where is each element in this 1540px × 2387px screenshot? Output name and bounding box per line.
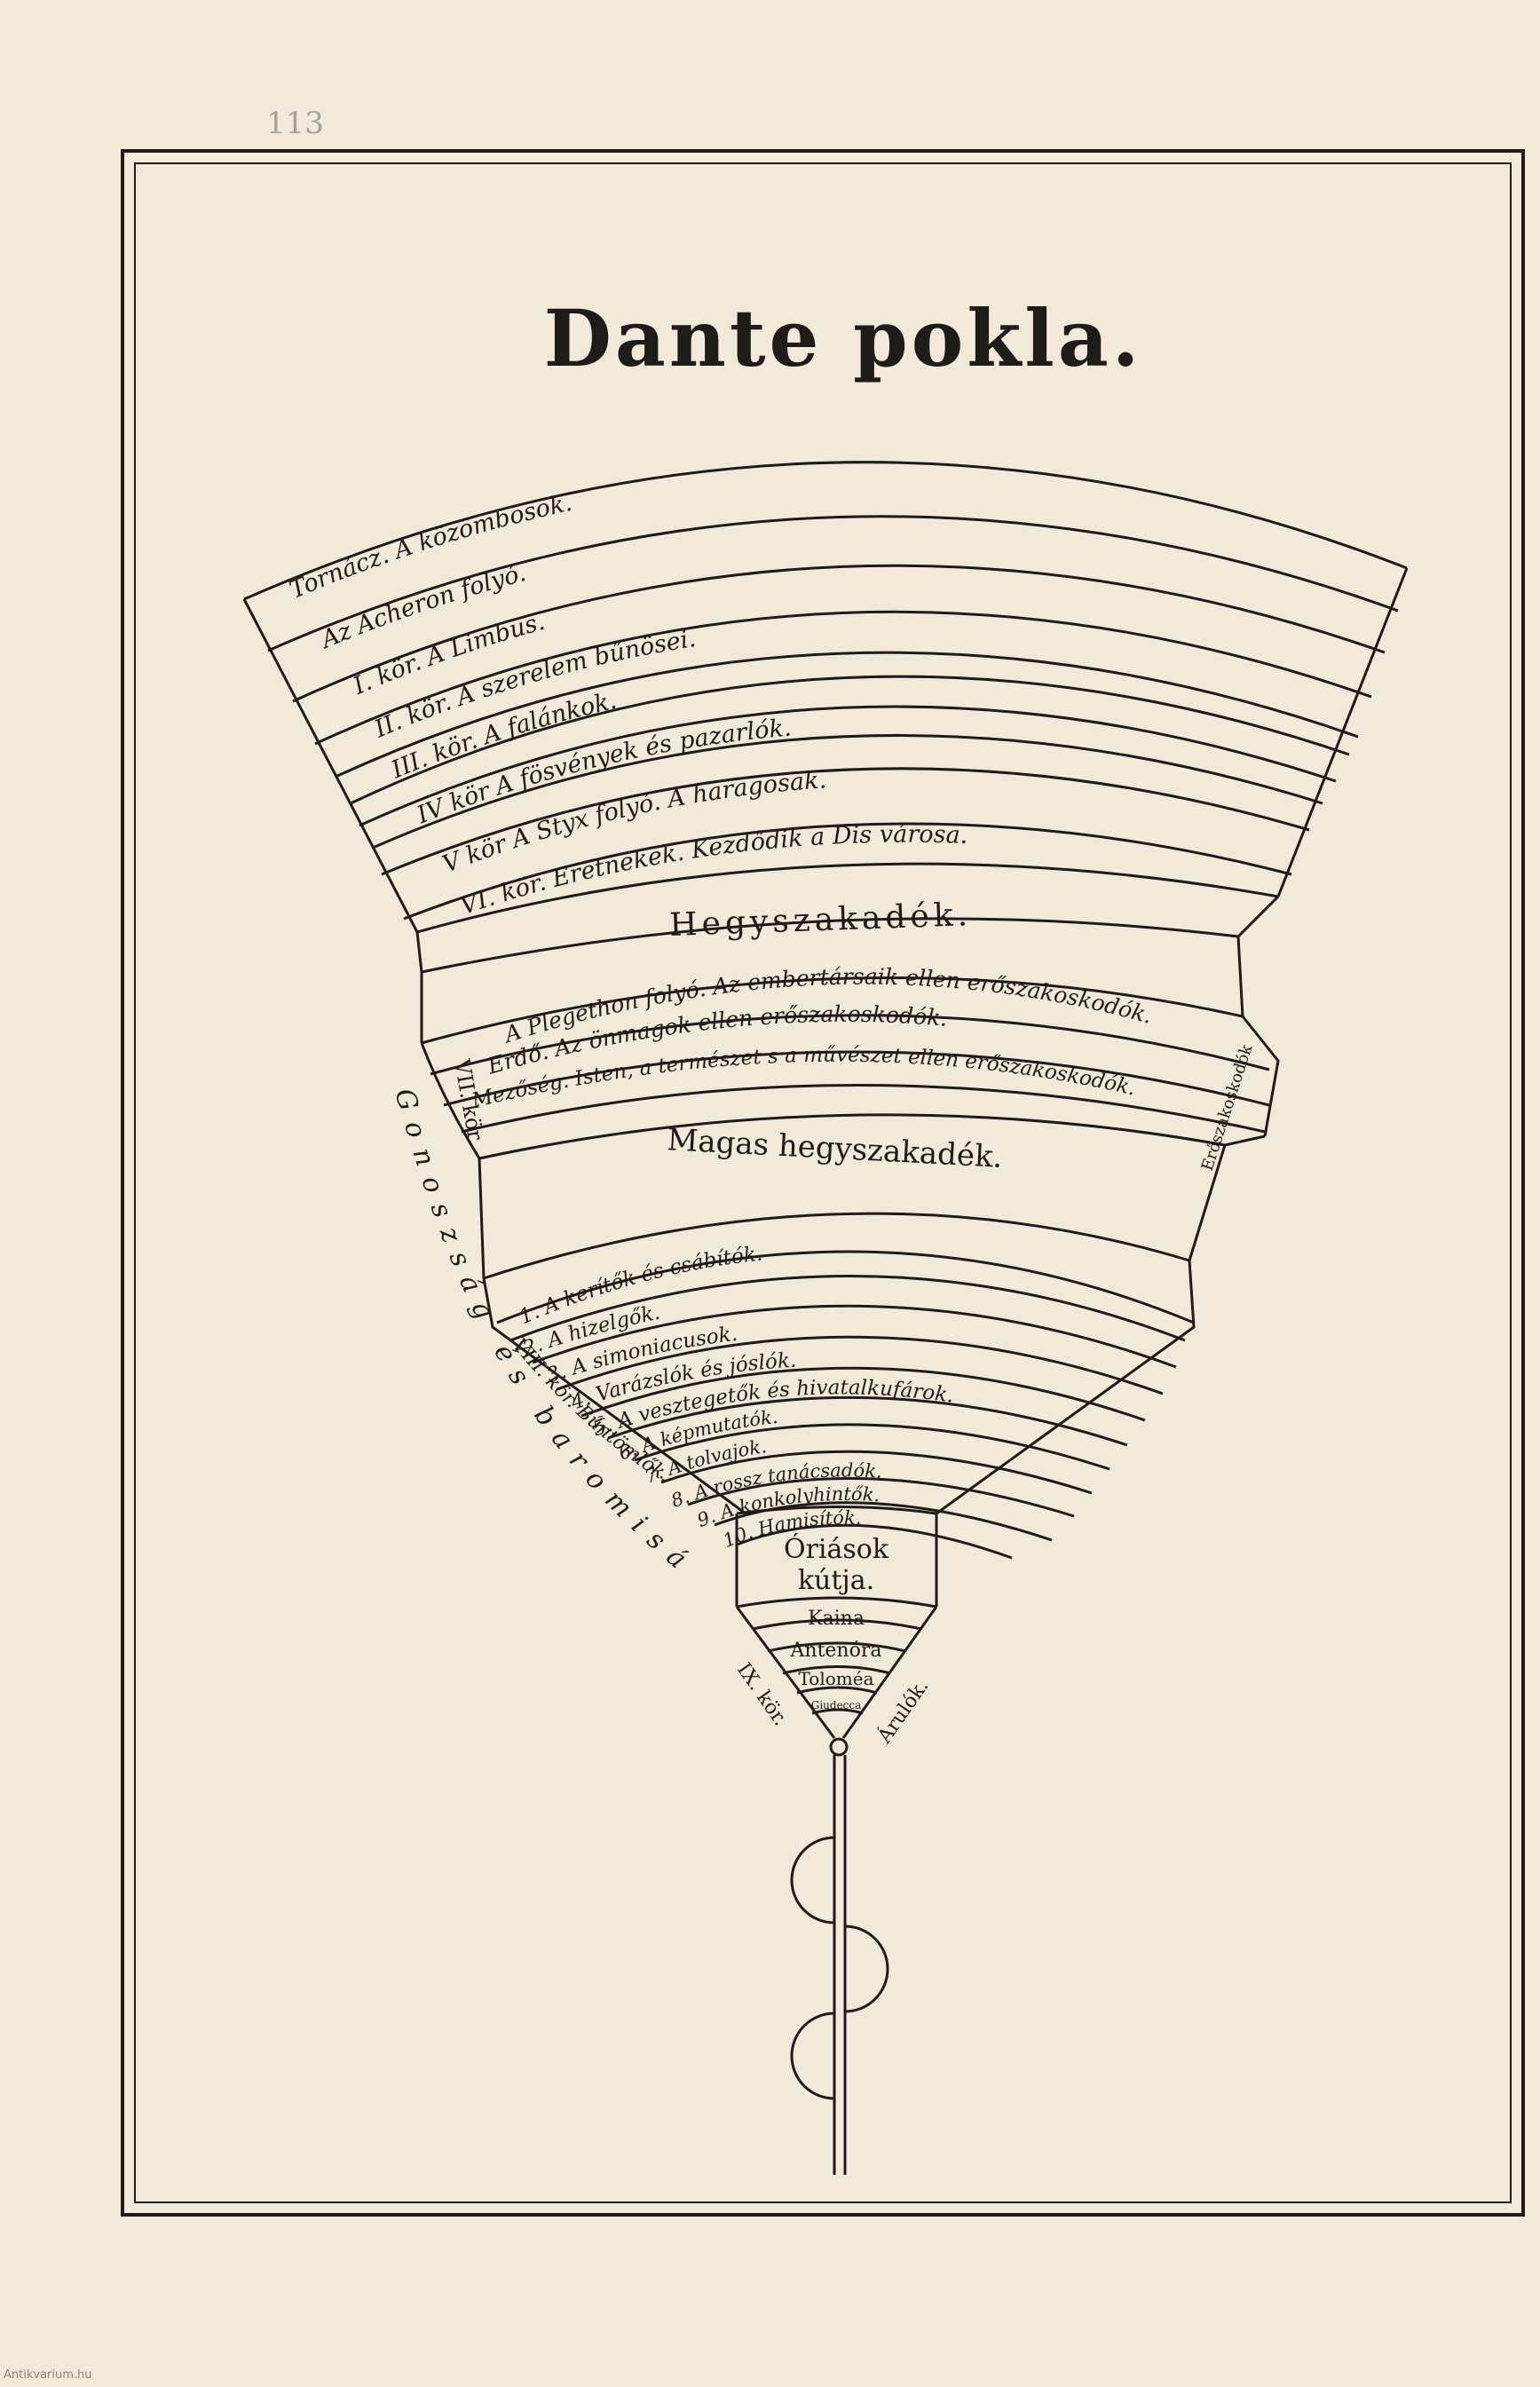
label-circle8-side: Gonoszság és baromiság. <box>0 0 702 1583</box>
label-zone-giudecca: Giudecca <box>811 1699 862 1711</box>
centre-of-earth <box>829 1737 849 1757</box>
frame-outer <box>121 149 1525 2217</box>
upper-circles <box>242 461 1409 934</box>
exit-passage <box>790 1755 889 2175</box>
page-number: 113 <box>266 106 324 141</box>
label-circle7-side: Erőszakoskodók <box>1198 1041 1257 1173</box>
frame-inner <box>134 162 1512 2203</box>
watermark: Antikvarium.hu <box>4 2368 92 2382</box>
page-title: Dante pokla. <box>544 292 1143 384</box>
label-zone-antenora: Antenóra <box>790 1640 882 1662</box>
label-well-1: Óriások <box>784 1533 889 1565</box>
circle8-cone <box>478 1144 1227 1560</box>
label-zone-tolomea: Toloméa <box>799 1668 874 1689</box>
label-zone-kaina: Kaina <box>808 1608 865 1630</box>
label-well-2: kútja. <box>798 1565 874 1596</box>
circle7-cone <box>415 895 1280 1160</box>
label-high-cliff: Magas hegyszakadék. <box>667 1122 1004 1175</box>
circle9-cone <box>735 1506 938 1739</box>
label-cliff: Hegyszakadék. <box>669 897 973 944</box>
